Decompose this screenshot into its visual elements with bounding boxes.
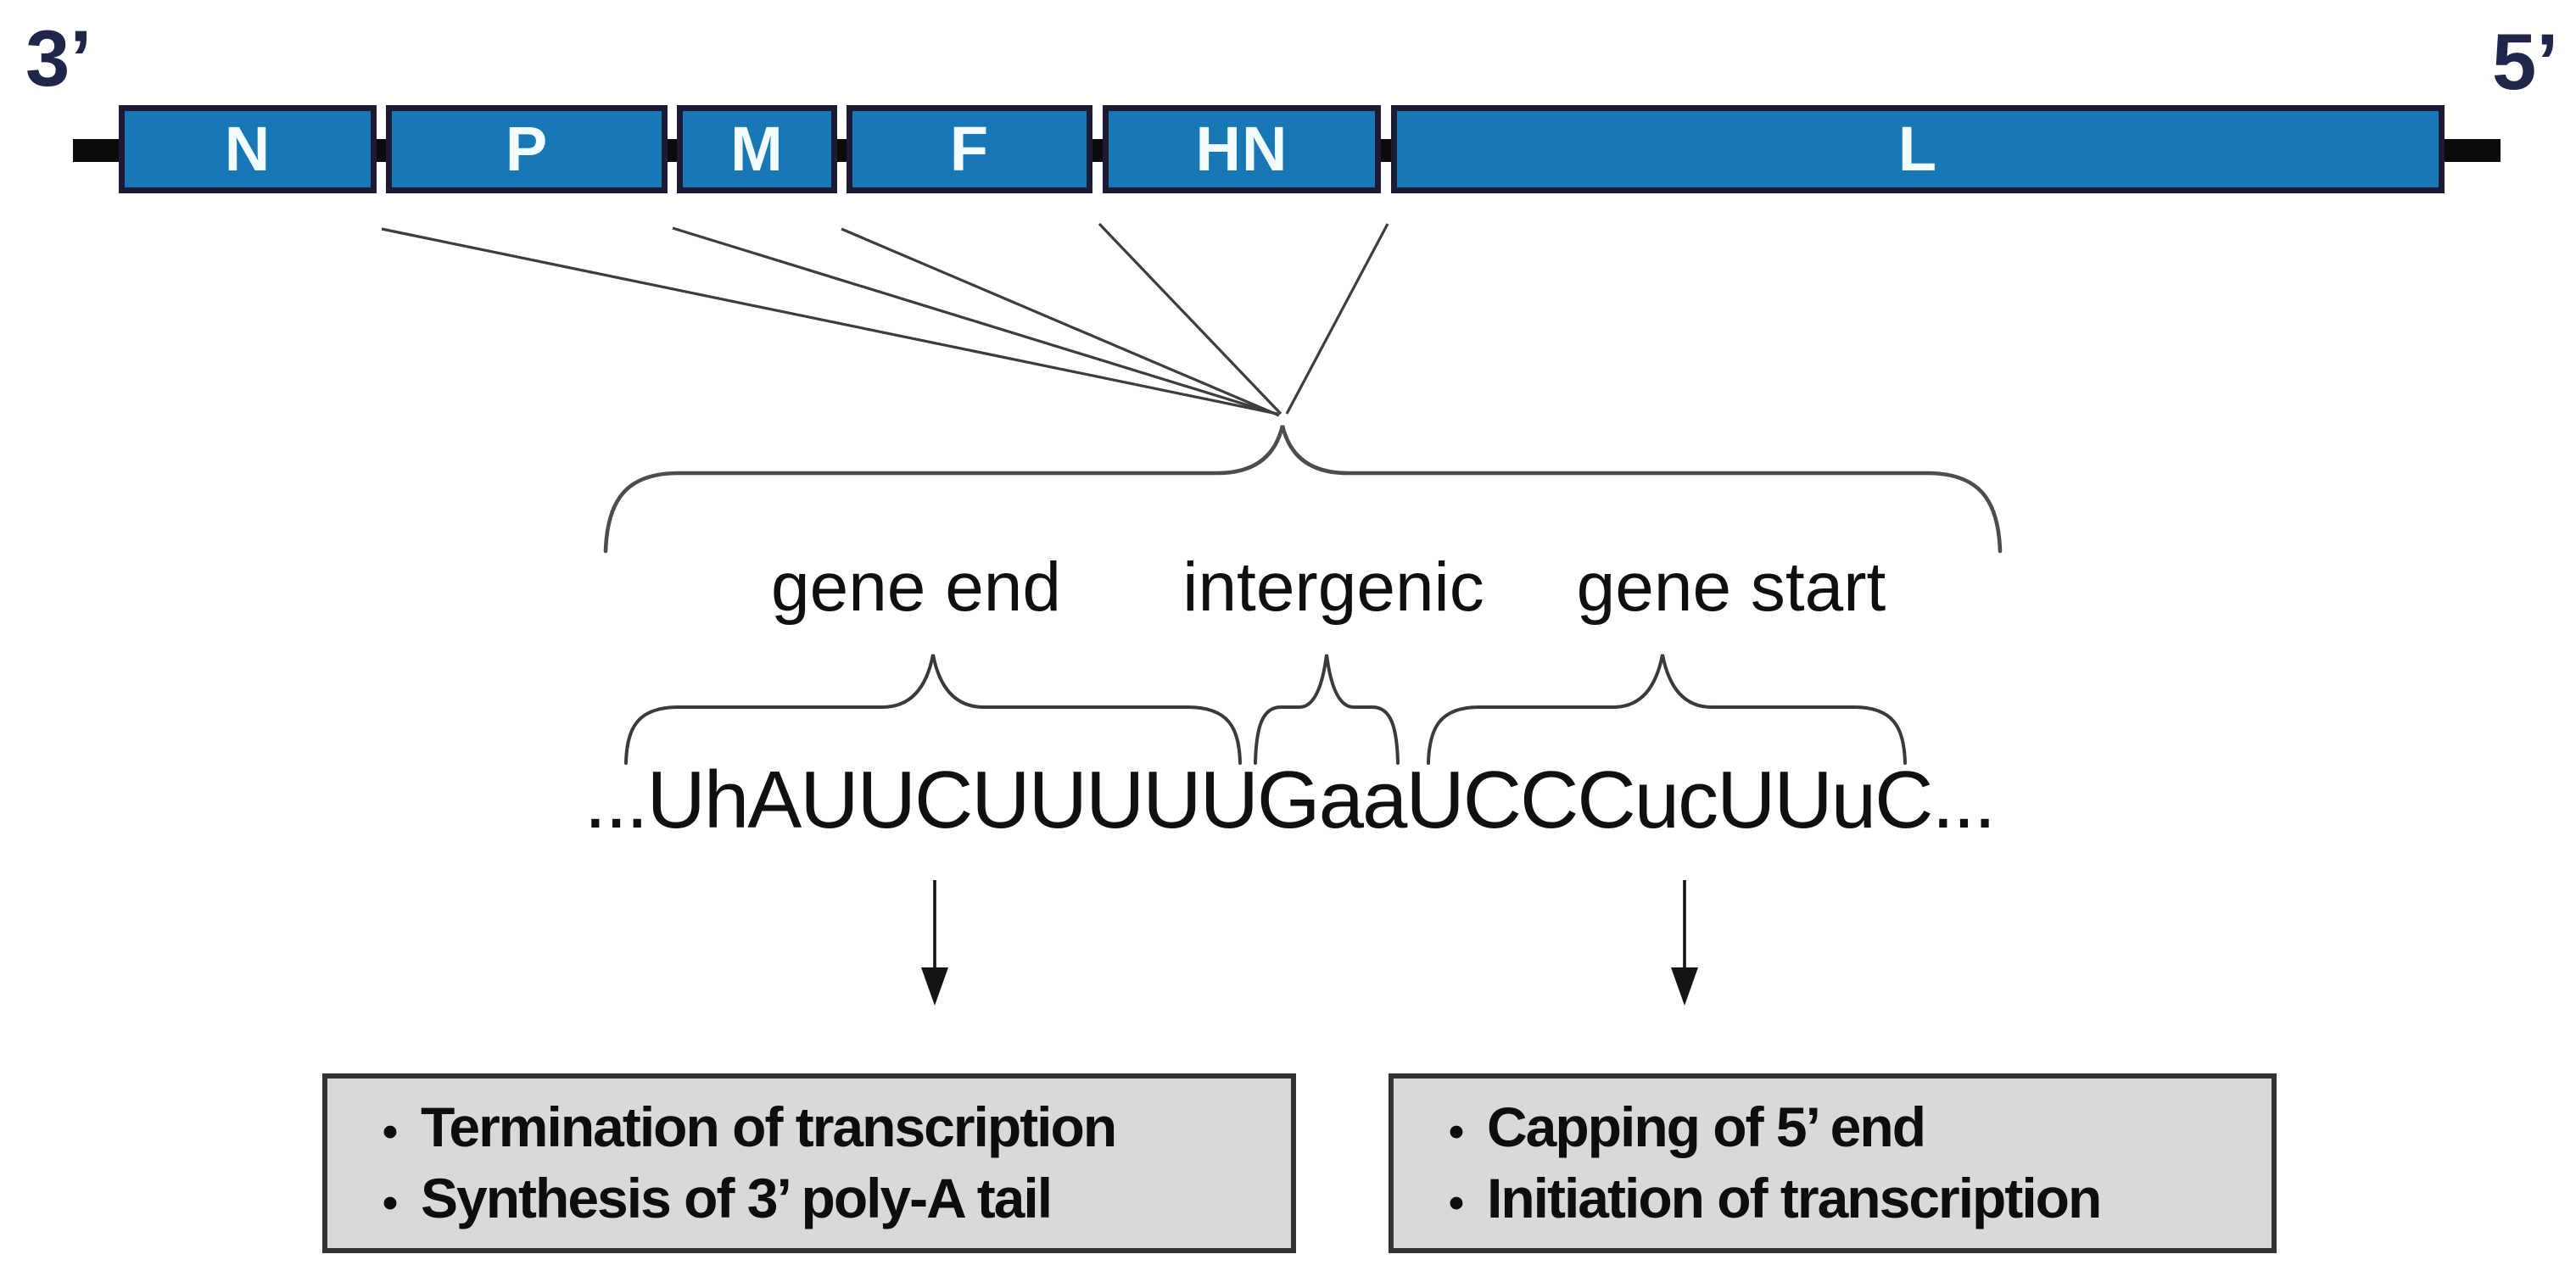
gene-end-arrowhead-icon: [921, 967, 948, 1006]
bullet-icon: •: [1448, 1179, 1465, 1228]
list-item-text: Capping of 5’ end: [1487, 1095, 1926, 1158]
info-box-gene-start: • Capping of 5’ end • Initiation of tran…: [1389, 1073, 2277, 1253]
gene-label-l: L: [1897, 114, 1938, 184]
gene-start-arrowhead-icon: [1671, 967, 1698, 1006]
gene-box-l: L: [1391, 105, 2445, 193]
junction-overview-brace: [603, 425, 2003, 554]
bullet-icon: •: [1448, 1107, 1465, 1157]
junction-line-n-p: [381, 227, 1278, 415]
three-prime-end-label: 3’: [25, 14, 92, 103]
list-item: • Synthesis of 3’ poly-A tail: [360, 1167, 1291, 1229]
gene-box-p: P: [386, 105, 668, 193]
gene-start-brace: [1427, 654, 1907, 765]
region-label-intergenic: intergenic: [1182, 549, 1484, 626]
list-item-text: Initiation of transcription: [1487, 1167, 2102, 1229]
five-prime-end-label: 5’: [2492, 17, 2559, 106]
list-item: • Termination of transcription: [360, 1095, 1291, 1158]
gene-label-f: F: [949, 114, 990, 184]
bullet-icon: •: [382, 1179, 399, 1228]
junction-fan-lines: [381, 222, 1389, 417]
gene-box-n: N: [119, 105, 377, 193]
list-item-text: Termination of transcription: [421, 1095, 1117, 1158]
gene-label-m: M: [730, 114, 784, 184]
gene-start-arrow: [1671, 880, 1698, 1006]
intergenic-brace: [1254, 654, 1400, 765]
gene-box-m: M: [677, 105, 837, 193]
gene-label-hn: HN: [1195, 114, 1288, 184]
info-box-gene-end: • Termination of transcription • Synthes…: [322, 1073, 1296, 1253]
region-label-gene-start: gene start: [1576, 549, 1886, 626]
bullet-icon: •: [382, 1107, 399, 1157]
junction-line-f-hn: [1098, 222, 1282, 415]
junction-sequence: ...UhAUUCUUUUUGaaUCCCucUUuC...: [584, 755, 1997, 845]
gene-box-hn: HN: [1103, 105, 1381, 193]
region-label-gene-end: gene end: [770, 549, 1062, 626]
list-item: • Capping of 5’ end: [1426, 1095, 2271, 1158]
junction-line-m-f: [841, 227, 1280, 417]
gene-end-brace: [624, 654, 1242, 765]
gene-label-n: N: [224, 114, 271, 184]
junction-line-p-m: [672, 226, 1279, 416]
gene-box-f: F: [847, 105, 1092, 193]
junction-line-hn-l: [1285, 223, 1389, 415]
gene-label-p: P: [505, 114, 549, 184]
list-item: • Initiation of transcription: [1426, 1167, 2271, 1229]
gene-end-arrow: [921, 880, 948, 1006]
list-item-text: Synthesis of 3’ poly-A tail: [421, 1167, 1053, 1229]
